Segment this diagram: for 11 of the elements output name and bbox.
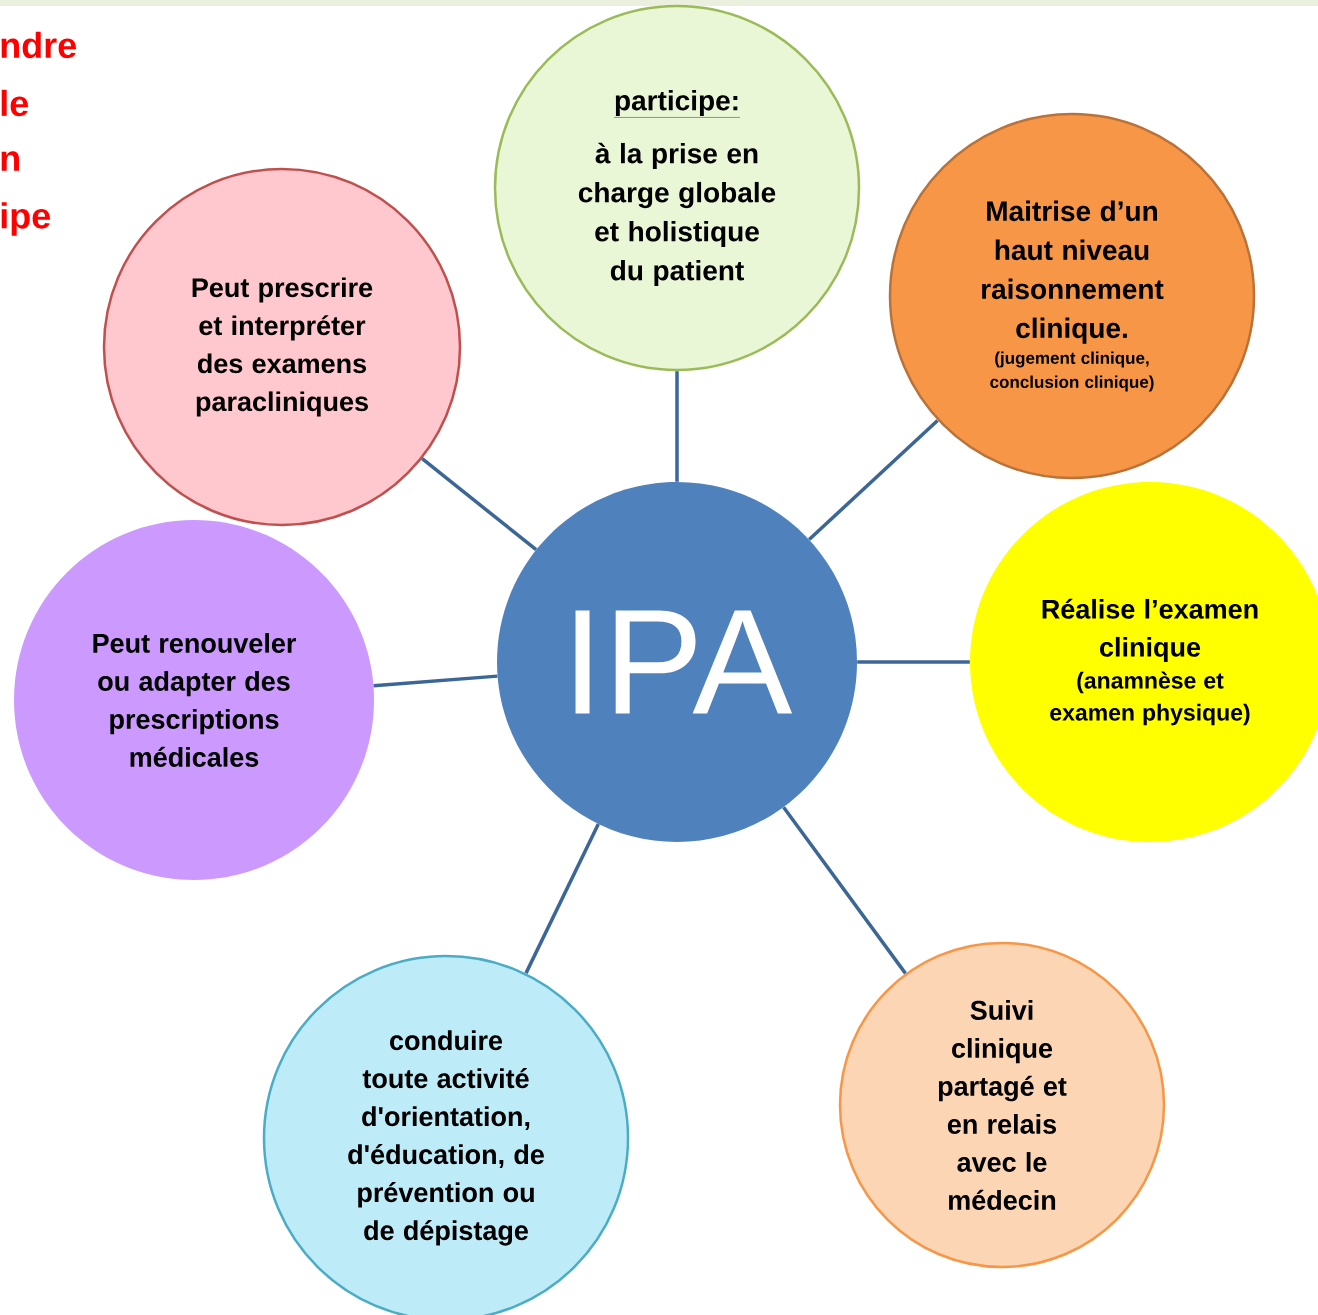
connector-line (808, 419, 939, 541)
connector-line (782, 806, 907, 975)
heading-fragment: ipe (1, 202, 50, 236)
heading-fragment: le (1, 89, 28, 117)
connector-line (524, 823, 600, 974)
heading-fragment: n (1, 151, 19, 171)
connector-line (373, 674, 498, 688)
connector-line (675, 371, 679, 482)
connector-line (857, 660, 970, 664)
heading-fragment: ndre (1, 31, 76, 59)
connector-line (421, 457, 538, 551)
